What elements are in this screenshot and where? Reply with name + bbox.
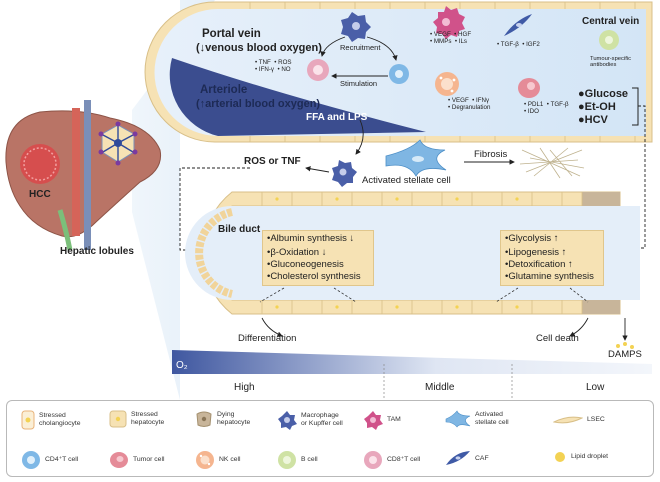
oxygen-gradient-bar bbox=[172, 350, 652, 374]
pericentral-item: •Detoxification ↑ bbox=[505, 259, 573, 270]
portal-vein-label: Portal vein bbox=[202, 28, 261, 40]
recruitment-label: Recruitment bbox=[340, 43, 381, 52]
legend-item: Tumor cell bbox=[109, 450, 164, 470]
legend-item: Macrophage or Kupffer cell bbox=[277, 410, 343, 430]
activated-stellate-cell-icon bbox=[445, 410, 471, 428]
cytokines-pdl1: • PDL1 • TGF-β • IDO bbox=[524, 101, 569, 115]
o2-middle-label: Middle bbox=[425, 382, 455, 393]
hepatic-lobules-label: Hepatic lobules bbox=[60, 246, 134, 257]
legend-item: CAF bbox=[445, 450, 489, 468]
fibrosis-label: Fibrosis bbox=[474, 149, 508, 160]
macrophage-icon bbox=[278, 411, 297, 430]
dying-hepatocyte-icon bbox=[196, 411, 212, 427]
legend-item: CD8⁺T cell bbox=[363, 450, 420, 470]
nk-cell bbox=[435, 72, 459, 96]
activated-stellate-label: Activated stellate cell bbox=[362, 175, 451, 186]
b-cell-icon bbox=[278, 451, 296, 469]
legend-item: TAM bbox=[363, 410, 401, 430]
activated-stellate-cell bbox=[385, 139, 447, 177]
caf-cell bbox=[504, 14, 532, 36]
legend-item: B cell bbox=[277, 450, 318, 470]
stressed-cholangiocyte-icon bbox=[21, 410, 35, 430]
macrophage-cell-top bbox=[341, 12, 371, 42]
legend-item: Stressed cholangiocyte bbox=[21, 410, 81, 430]
stimulation-label: Stimulation bbox=[340, 79, 378, 88]
stressed-hepatocyte-icon bbox=[109, 410, 127, 428]
arteriole-sublabel: (↑arterial blood oxygen) bbox=[196, 98, 321, 110]
cytokines-vegf-ifn: • VEGF • IFNγ • Degranulation bbox=[448, 97, 491, 111]
nk-cell-icon bbox=[196, 451, 214, 469]
damps-label: DAMPS bbox=[608, 349, 642, 360]
portal-vein-sublabel: (↓venous blood oxygen) bbox=[196, 42, 322, 54]
etoh-label: ●Et-OH bbox=[578, 101, 616, 113]
hcc-label: HCC bbox=[29, 189, 51, 200]
periportal-item: •β-Oxidation ↓ bbox=[267, 247, 327, 258]
periportal-item: •Gluconeogenesis bbox=[267, 259, 344, 270]
pericentral-item: •Glutamine synthesis bbox=[505, 271, 594, 282]
caf-icon bbox=[446, 451, 470, 465]
differentiation-label: Differentiation bbox=[238, 333, 297, 344]
tumor-cell-top bbox=[518, 78, 540, 98]
tam-icon bbox=[364, 411, 383, 430]
o2-low-label: Low bbox=[586, 382, 605, 393]
hepatic-lobule-icon bbox=[98, 121, 138, 166]
fibrosis-fibers bbox=[519, 147, 585, 179]
o2-high-label: High bbox=[234, 382, 255, 393]
arteriole-wedge bbox=[169, 58, 426, 136]
cell-death-label: Cell death bbox=[536, 333, 579, 344]
glucose-label: ●Glucose bbox=[578, 88, 629, 100]
legend-item: Activated stellate cell bbox=[445, 410, 509, 428]
periportal-item: •Cholesterol synthesis bbox=[267, 271, 361, 282]
legend-item: NK cell bbox=[195, 450, 241, 470]
cd8-t-cell-icon bbox=[364, 451, 382, 469]
legend-item: Stressed hepatocyte bbox=[109, 410, 164, 428]
lsec-icon bbox=[553, 416, 583, 424]
periportal-metabolism-box: •Albumin synthesis ↓ •β-Oxidation ↓ •Glu… bbox=[262, 230, 374, 286]
pericentral-item: •Lipogenesis ↑ bbox=[505, 247, 567, 258]
cytokines-vegf-hgf: • VEGF • HGF • MMPs • ILs bbox=[430, 31, 472, 45]
cytokines-tgf-igf2: • TGF-β • IGF2 bbox=[497, 41, 540, 48]
macrophage-cell-mid bbox=[332, 160, 357, 187]
periportal-item: •Albumin synthesis ↓ bbox=[267, 233, 355, 244]
pericentral-metabolism-box: •Glycolysis ↑ •Lipogenesis ↑ •Detoxifica… bbox=[500, 230, 604, 286]
o2-label: O₂ bbox=[176, 360, 188, 371]
pericentral-item: •Glycolysis ↑ bbox=[505, 233, 559, 244]
bile-duct-label: Bile duct bbox=[218, 224, 261, 235]
cd4-t-cell-icon bbox=[22, 451, 40, 469]
tumor-cell-icon bbox=[110, 452, 128, 468]
legend-item: Lipid droplet bbox=[553, 450, 608, 464]
ffa-lps-label: FFA and LPS bbox=[306, 112, 368, 123]
hcv-label: ●HCV bbox=[578, 114, 608, 126]
legend-item: Dying hepatocyte bbox=[195, 410, 250, 428]
ros-tnf-label: ROS or TNF bbox=[244, 156, 301, 167]
legend-panel: Stressed cholangiocyte Stressed hepatocy… bbox=[6, 400, 654, 477]
legend-item: CD4⁺T cell bbox=[21, 450, 78, 470]
arteriole-label: Arteriole bbox=[200, 84, 248, 96]
tam-cell bbox=[433, 6, 465, 39]
central-vein-label: Central vein bbox=[582, 16, 640, 27]
damps-droplets bbox=[616, 342, 634, 349]
tumour-antibodies-label: Tumour-specific antibodies bbox=[590, 56, 632, 69]
lipid-droplet-icon bbox=[555, 452, 565, 462]
cytokines-tnf-ros: • TNF • ROS • IFN-γ • NO bbox=[255, 59, 292, 73]
legend-item: LSEC bbox=[553, 415, 605, 425]
